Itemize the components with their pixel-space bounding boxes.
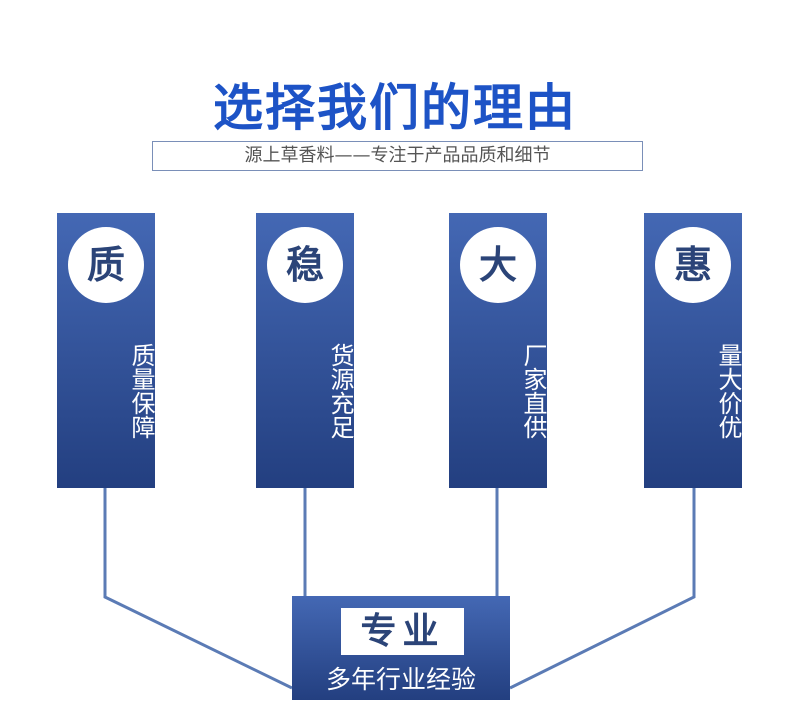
center-label: 专业 [341, 608, 464, 655]
center-text: 多年行业经验 [325, 665, 476, 694]
feature-badge: 质 [68, 227, 144, 303]
feature-column-stable: 稳 货源充足 [256, 213, 354, 488]
feature-column-quality: 质 质量保障 [57, 213, 155, 488]
feature-column-discount: 惠 量大价优 [644, 213, 742, 488]
feature-text: 厂家直供 [519, 343, 547, 439]
connector-line [509, 488, 696, 690]
page-title: 选择我们的理由 [213, 79, 577, 137]
feature-text: 货源充足 [326, 343, 354, 439]
feature-badge: 稳 [267, 227, 343, 303]
feature-text: 量大价优 [714, 343, 742, 439]
feature-badge: 大 [460, 227, 536, 303]
connector-line [103, 488, 293, 690]
feature-text: 质量保障 [127, 343, 155, 439]
feature-column-direct: 大 厂家直供 [449, 213, 547, 488]
center-box-professional: 专业 多年行业经验 [292, 596, 510, 700]
feature-badge: 惠 [655, 227, 731, 303]
subtitle: 源上草香料——专注于产品品质和细节 [152, 141, 643, 171]
